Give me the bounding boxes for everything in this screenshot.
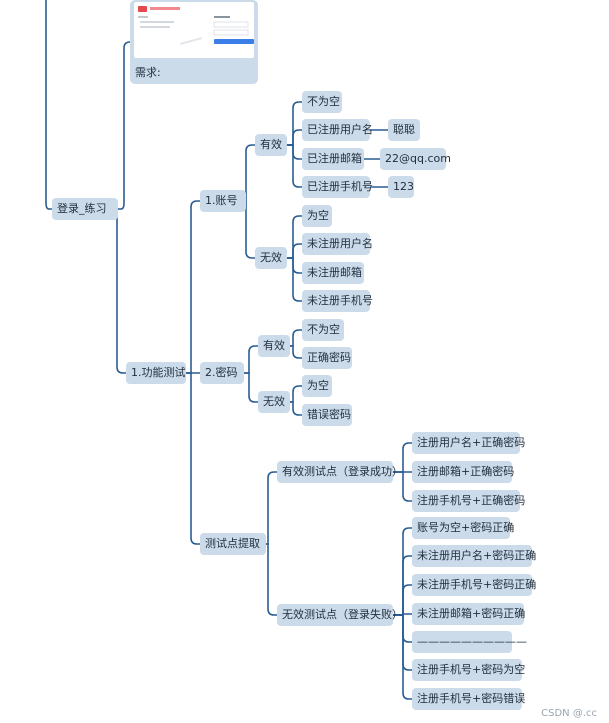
node-password[interactable]: 2.密码 <box>200 362 244 384</box>
connector-acc_invalid-acc_i_user <box>286 243 303 259</box>
connector-acc_valid-acc_v_user <box>286 129 303 146</box>
node-acc-v-user-ex[interactable]: 聪聪 <box>388 119 420 141</box>
node-pwd-v-correct[interactable]: 正确密码 <box>302 347 352 369</box>
node-fail-6[interactable]: 注册手机号+密码为空 <box>412 659 525 681</box>
connector-pwd_valid-pwd_v_correct <box>289 345 303 359</box>
node-fail-2[interactable]: 未注册用户名+密码正确 <box>412 545 536 567</box>
node-fail-5[interactable]: —————————— <box>412 631 527 653</box>
node-acc-i-user[interactable]: 未注册用户名 <box>302 233 373 255</box>
connector-ok_points-ok_3 <box>392 471 413 502</box>
connector-functional-extract <box>185 372 201 545</box>
node-extract[interactable]: 测试点提取 <box>200 533 266 555</box>
connector-acc_invalid-acc_i_empty <box>286 215 303 259</box>
node-ok-points[interactable]: 有效测试点（登录成功） <box>277 461 403 483</box>
connector-extract-ok_points <box>265 471 278 545</box>
connector-password-pwd_invalid <box>243 372 259 403</box>
connector-account-acc_valid <box>245 144 256 202</box>
requirement-label: 需求: <box>135 66 161 79</box>
node-acc-v-phone-ex[interactable]: 123 <box>388 176 414 198</box>
connector-fail_points-fail_2 <box>392 555 413 616</box>
connector-pwd_invalid-pwd_i_empty <box>289 385 303 403</box>
node-acc-i-empty[interactable]: 为空 <box>302 205 332 227</box>
node-pwd-v-notempty[interactable]: 不为空 <box>302 319 344 341</box>
node-pwd-invalid[interactable]: 无效 <box>258 391 290 413</box>
node-acc-v-mail-ex[interactable]: 22@qq.com <box>380 148 451 170</box>
connector-root-functional <box>116 208 127 374</box>
node-account[interactable]: 1.账号 <box>200 190 246 212</box>
connector-acc_valid-acc_v_phone <box>286 144 303 188</box>
connector-pwd_invalid-pwd_i_wrong <box>289 401 303 416</box>
connector-password-pwd_valid <box>243 345 259 374</box>
node-ok-3[interactable]: 注册手机号+正确密码 <box>412 490 525 512</box>
node-fail-7[interactable]: 注册手机号+密码错误 <box>412 688 525 710</box>
node-acc-valid[interactable]: 有效 <box>255 134 287 156</box>
node-acc-v-phone[interactable]: 已注册手机号 <box>302 176 373 198</box>
connector-fail_points-fail_3 <box>392 584 413 616</box>
node-acc-v-user[interactable]: 已注册用户名 <box>302 119 373 141</box>
node-acc-v-notempty[interactable]: 不为空 <box>302 91 342 113</box>
connector-ok_points-ok_1 <box>392 442 413 473</box>
node-pwd-valid[interactable]: 有效 <box>258 335 290 357</box>
node-root[interactable]: 登录_练习 <box>52 198 118 220</box>
connector-root-upper-branch <box>45 0 53 210</box>
connector-fail_points-fail_7 <box>392 614 413 700</box>
node-ok-2[interactable]: 注册邮箱+正确密码 <box>412 461 514 483</box>
node-acc-i-phone[interactable]: 未注册手机号 <box>302 290 373 312</box>
connector-acc_invalid-acc_i_phone <box>286 257 303 302</box>
watermark: CSDN @.cc <box>541 708 597 719</box>
node-fail-1[interactable]: 账号为空+密码正确 <box>412 517 514 539</box>
connector-acc_invalid-acc_i_mail <box>286 257 303 274</box>
node-acc-i-mail[interactable]: 未注册邮箱 <box>302 262 364 284</box>
connector-acc_valid-acc_v_notempty <box>286 101 303 146</box>
node-functional[interactable]: 1.功能测试 <box>126 362 186 384</box>
requirement-card[interactable]: 需求: <box>130 0 258 84</box>
node-fail-4[interactable]: 未注册邮箱+密码正确 <box>412 603 525 625</box>
connector-account-acc_invalid <box>245 200 256 259</box>
connector-fail_points-fail_1 <box>392 527 413 616</box>
node-fail-3[interactable]: 未注册手机号+密码正确 <box>412 574 536 596</box>
login-page-thumbnail <box>138 6 254 45</box>
node-acc-v-mail[interactable]: 已注册邮箱 <box>302 148 364 170</box>
node-pwd-i-wrong[interactable]: 错误密码 <box>302 404 352 426</box>
connector-pwd_valid-pwd_v_notempty <box>289 329 303 347</box>
node-acc-invalid[interactable]: 无效 <box>255 247 287 269</box>
node-pwd-i-empty[interactable]: 为空 <box>302 375 332 397</box>
node-ok-1[interactable]: 注册用户名+正确密码 <box>412 432 525 454</box>
connector-root-requirement <box>117 41 131 210</box>
requirement-screenshot <box>134 2 254 58</box>
node-fail-points[interactable]: 无效测试点（登录失败） <box>277 604 403 626</box>
connector-extract-fail_points <box>265 543 278 616</box>
connector-acc_valid-acc_v_mail <box>286 144 303 160</box>
connector-functional-account <box>185 200 201 374</box>
